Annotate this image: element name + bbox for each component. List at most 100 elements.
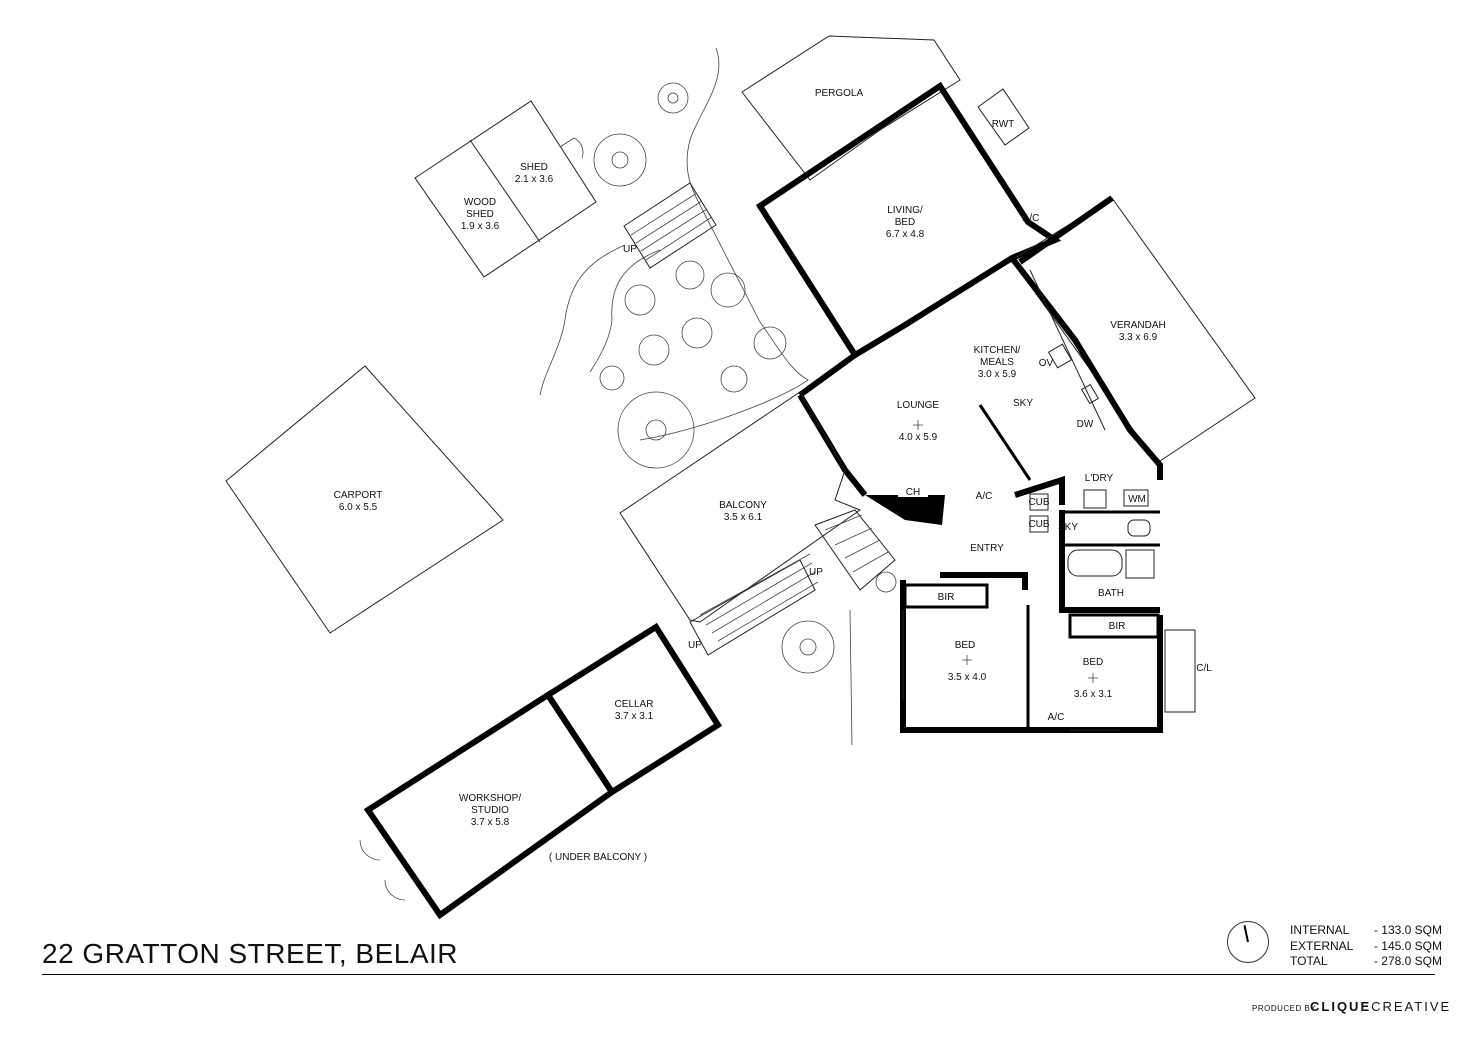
washing-machine-label: WM (1128, 494, 1146, 505)
living-label: LIVING/ (887, 205, 923, 216)
living-size: 6.7 x 4.8 (886, 229, 925, 240)
carport-label: CARPORT (334, 490, 383, 501)
title-divider (42, 974, 1435, 975)
verandah-label: VERANDAH (1110, 320, 1166, 331)
clothesline-label: C/L (1196, 663, 1212, 674)
kitchen-size: 3.0 x 5.9 (978, 369, 1017, 380)
property-address: 22 GRATTON STREET, BELAIR (42, 938, 459, 969)
chimney (865, 495, 945, 525)
wood-shed-size: 1.9 x 3.6 (461, 221, 500, 232)
kitchen-counter (1029, 269, 1106, 431)
cub-1 (1029, 493, 1049, 511)
shed-label: SHED (520, 162, 548, 173)
brand-logo: CLIQUECREATIVE (1310, 999, 1451, 1014)
bed1-size: 3.5 x 4.0 (948, 672, 987, 683)
bath-label: BATH (1098, 588, 1124, 599)
verandah-size: 3.3 x 6.9 (1119, 332, 1158, 343)
clothesline-deck (1164, 629, 1196, 713)
balcony-size: 3.5 x 6.1 (724, 512, 763, 523)
area-value: - 278.0 SQM (1373, 954, 1442, 968)
produced-by-label: PRODUCED BY (1252, 1004, 1317, 1013)
entry-steps-treads (824, 514, 889, 573)
lounge-size: 4.0 x 5.9 (899, 432, 938, 443)
cub-label-2: CUB (1028, 519, 1049, 530)
kitchen-label-2: MEALS (980, 357, 1014, 368)
dishwasher-label: DW (1077, 419, 1094, 430)
shed-divider (469, 139, 541, 243)
bed2-size: 3.6 x 3.1 (1074, 689, 1113, 700)
cellar-size: 3.7 x 3.1 (615, 711, 654, 722)
washing-machine-icon (1123, 489, 1149, 507)
area-row-external: EXTERNAL - 145.0 SQM (1290, 939, 1442, 955)
shed-door-icon (559, 137, 584, 159)
brand-light: CREATIVE (1371, 999, 1452, 1014)
kitchen-sky-label: SKY (1013, 398, 1033, 409)
oven-label: OV (1039, 358, 1054, 369)
kitchen-east-wall (1009, 256, 1163, 480)
living-ac-label: A/C (1023, 213, 1040, 224)
area-row-internal: INTERNAL - 133.0 SQM (1290, 923, 1442, 939)
toilet-icon (1127, 519, 1151, 537)
chimney-label: CH (906, 487, 920, 498)
garden-path-edge (539, 244, 626, 396)
balcony-steps (689, 559, 816, 656)
area-label: TOTAL (1290, 954, 1328, 968)
lounge-west-wall (797, 393, 868, 497)
workshop-label-2: STUDIO (471, 805, 509, 816)
entry-steps (814, 509, 896, 591)
shower-icon (1125, 549, 1155, 579)
workshop-label: WORKSHOP/ (459, 793, 521, 804)
lounge-ac-label: A/C (976, 491, 993, 502)
wet-area-walls (1059, 510, 1160, 613)
under-balcony-label: ( UNDER BALCONY ) (549, 852, 647, 863)
bedroom-block-walls (940, 572, 1028, 590)
balcony-steps-treads (699, 553, 819, 642)
bir-2 (1068, 613, 1160, 639)
verandah-wall (1018, 195, 1114, 265)
carport-outline (225, 365, 504, 634)
north-needle (1243, 925, 1249, 943)
shed-outline (414, 100, 597, 278)
cellar-label: CELLAR (615, 699, 654, 710)
garden-path (639, 47, 809, 441)
north-arrow-icon (1227, 921, 1269, 963)
brand-bold: CLIQUE (1310, 999, 1372, 1014)
kitchen-label: KITCHEN/ (974, 345, 1021, 356)
garden-steps (623, 182, 717, 269)
bed1-label: BED (955, 640, 976, 651)
bir-label-1: BIR (938, 592, 955, 603)
area-row-total: TOTAL - 278.0 SQM (1290, 954, 1442, 970)
ceiling-fan-icons (913, 420, 1098, 683)
bed2-label: BED (1083, 657, 1104, 668)
garden-up-label: UP (623, 244, 637, 255)
area-label: EXTERNAL (1290, 938, 1354, 953)
entry-label: ENTRY (970, 543, 1004, 554)
shed-size: 2.1 x 3.6 (515, 174, 554, 185)
bed2-ac-label: A/C (1048, 712, 1065, 723)
area-label: INTERNAL (1290, 923, 1350, 937)
garden-steps-treads (630, 192, 713, 261)
lounge-label: LOUNGE (897, 400, 940, 411)
entry-east-wall (1014, 475, 1065, 505)
workshop-walls (363, 690, 617, 920)
balcony-outline (619, 391, 862, 623)
area-value: - 133.0 SQM (1373, 923, 1442, 937)
balcony-up-label: UP (688, 640, 702, 651)
carport-size: 6.0 x 5.5 (339, 502, 378, 513)
oven-icon (1047, 343, 1073, 369)
laundry-label: L'DRY (1085, 473, 1114, 484)
living-label-2: BED (895, 217, 916, 228)
wood-shed-label-2: SHED (466, 209, 494, 220)
rwt-tank (977, 88, 1030, 146)
balcony-label: BALCONY (719, 500, 767, 511)
tree-icons (593, 82, 897, 674)
workshop-size: 3.7 x 5.8 (471, 817, 510, 828)
rwt-label: RWT (992, 119, 1015, 130)
chimney-label-box (898, 487, 928, 497)
bir-label-2: BIR (1109, 621, 1126, 632)
laundry-trough-icon (1083, 489, 1107, 509)
garden-path-edge-2 (589, 249, 661, 373)
entry-up-label: UP (809, 567, 823, 578)
kitchen-walls (798, 352, 857, 398)
